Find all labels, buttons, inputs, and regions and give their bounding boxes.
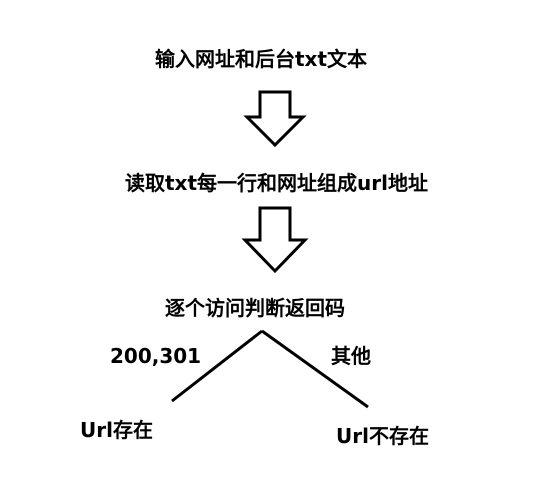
down-arrow-icon — [243, 90, 307, 148]
branch-label-success-codes: 200,301 — [110, 344, 202, 368]
branch-label-other: 其他 — [331, 344, 371, 368]
branch-line-right — [261, 329, 369, 409]
result-url-exists: Url存在 — [80, 418, 153, 442]
result-url-not-exists: Url不存在 — [336, 424, 429, 448]
step-input-url-and-txt: 输入网址和后台txt文本 — [155, 47, 368, 71]
step-visit-check-status: 逐个访问判断返回码 — [165, 296, 345, 320]
branch-line-left — [171, 329, 263, 403]
step-read-txt-build-url: 读取txt每一行和网址组成url地址 — [125, 171, 428, 195]
down-arrow-icon — [241, 206, 309, 274]
